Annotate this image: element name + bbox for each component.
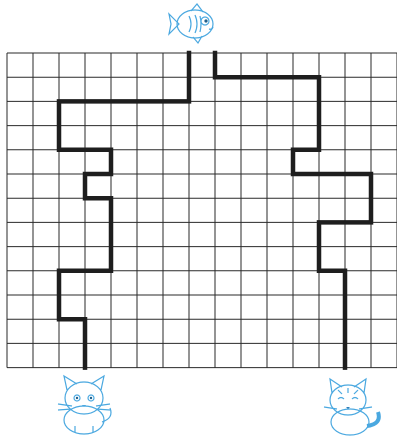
blue-kitten-icon xyxy=(324,379,379,435)
left-path xyxy=(59,53,189,368)
fish-icon xyxy=(169,4,213,43)
white-kitten-icon xyxy=(58,376,111,434)
